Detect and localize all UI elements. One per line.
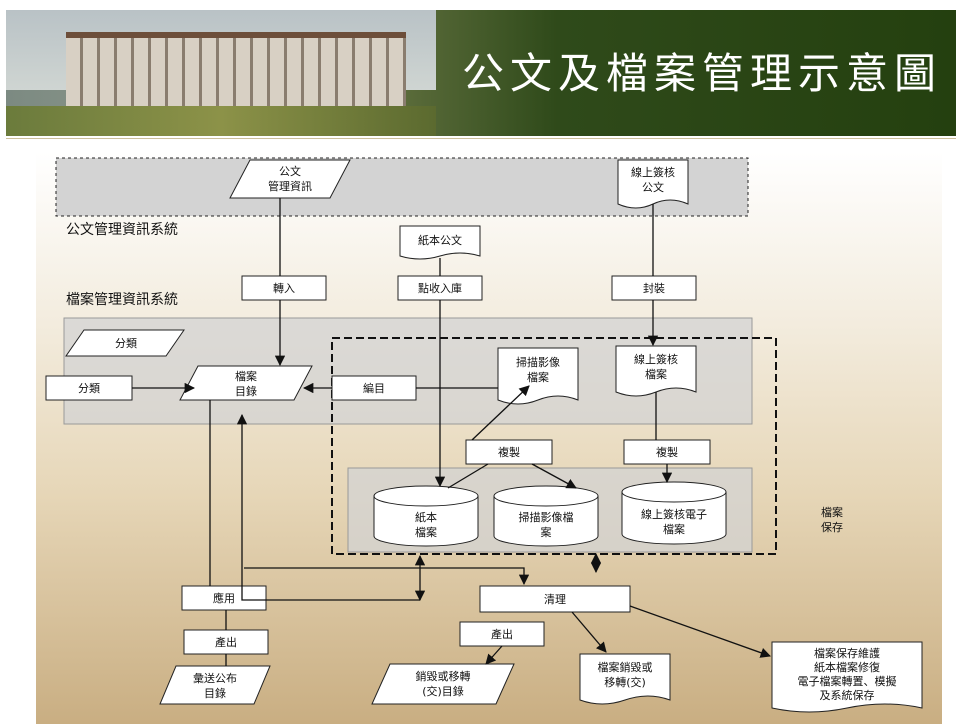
classify-top-shape bbox=[65, 329, 185, 357]
doc-system-label: 公文管理資訊系統 bbox=[66, 222, 178, 238]
maintenance-line3: 電子檔案轉置、模擬 bbox=[798, 674, 897, 688]
doc-info-line2: 管理資訊 bbox=[268, 179, 312, 193]
paper-archive-cylinder-top bbox=[373, 485, 479, 507]
archive-storage-dashed-frame bbox=[331, 337, 777, 555]
scan-archive-line1: 掃描影像檔 bbox=[519, 510, 574, 524]
scan-archive-cylinder-top bbox=[493, 485, 599, 507]
classify-box bbox=[45, 375, 133, 401]
paper-archive-line2: 檔案 bbox=[415, 525, 437, 539]
collect-publish-shape bbox=[159, 665, 271, 705]
apply-box bbox=[181, 585, 267, 611]
online-sign-file-shape bbox=[615, 345, 697, 397]
online-e-archive-cylinder-top bbox=[621, 481, 727, 503]
collect-publish-line1: 彙送公布 bbox=[193, 671, 237, 685]
flow-diagram: 公文管理資訊系統 檔案管理資訊系統 公文 管理資訊 線上簽核 公文 紙本公文 轉… bbox=[45, 157, 923, 713]
output-left-box bbox=[183, 629, 269, 655]
classify-label: 分類 bbox=[78, 382, 100, 395]
archive-storage-line2: 保存 bbox=[821, 520, 843, 534]
copy-right-box bbox=[623, 439, 711, 465]
edit-label: 編目 bbox=[363, 381, 385, 395]
scan-file-line2: 檔案 bbox=[527, 370, 549, 384]
online-sign-doc-line1: 線上簽核 bbox=[631, 165, 675, 179]
online-e-archive-line1: 線上簽核電子 bbox=[641, 507, 707, 521]
header-photo-ground bbox=[6, 106, 436, 136]
online-e-archive-cylinder bbox=[621, 492, 727, 545]
maintenance-line2: 紙本檔案修復 bbox=[814, 660, 880, 674]
paper-archive-line1: 紙本 bbox=[415, 510, 437, 524]
online-sign-doc-line2: 公文 bbox=[642, 180, 664, 194]
destroy-catalog-line2: (交)目錄 bbox=[422, 684, 464, 698]
catalog-line2: 目錄 bbox=[235, 384, 257, 398]
online-sign-file-line2: 檔案 bbox=[645, 367, 667, 381]
destroy-transfer-line1: 檔案銷毀或 bbox=[598, 660, 653, 674]
header-banner: 公文及檔案管理示意圖 bbox=[6, 10, 956, 136]
header-divider bbox=[6, 138, 956, 139]
cleanup-box bbox=[479, 585, 631, 613]
output-mid-box bbox=[459, 621, 545, 647]
catalog-line1: 檔案 bbox=[235, 369, 257, 383]
classify-top-label: 分類 bbox=[115, 337, 137, 350]
doc-info-line1: 公文 bbox=[279, 164, 301, 178]
maintenance-line4: 及系統保存 bbox=[820, 688, 875, 702]
import-label: 轉入 bbox=[273, 282, 295, 295]
output-left-label: 產出 bbox=[215, 635, 237, 649]
copy-left-label: 複製 bbox=[498, 445, 520, 459]
connector-arrows bbox=[132, 198, 771, 666]
page-title: 公文及檔案管理示意圖 bbox=[461, 49, 942, 98]
paper-archive-cylinder bbox=[373, 496, 479, 547]
scan-file-shape bbox=[497, 347, 579, 405]
online-sign-file-line1: 線上簽核 bbox=[634, 352, 678, 366]
archive-storage-line1: 檔案 bbox=[821, 505, 843, 519]
copy-right-label: 複製 bbox=[656, 445, 678, 459]
scan-archive-line2: 案 bbox=[541, 525, 552, 539]
import-box bbox=[241, 275, 327, 301]
diagram-area: 公文管理資訊系統 檔案管理資訊系統 公文 管理資訊 線上簽核 公文 紙本公文 轉… bbox=[36, 152, 942, 724]
destroy-catalog-shape bbox=[371, 663, 515, 705]
maintenance-shape bbox=[771, 641, 923, 713]
paper-doc-shape bbox=[399, 225, 481, 260]
apply-label: 應用 bbox=[213, 591, 235, 605]
maintenance-line1: 檔案保存維護 bbox=[814, 646, 880, 660]
copy-left-box bbox=[465, 439, 553, 465]
archive-system-label: 檔案管理資訊系統 bbox=[66, 291, 178, 308]
destroy-transfer-line2: 移轉(交) bbox=[604, 675, 646, 689]
output-mid-label: 產出 bbox=[491, 627, 513, 641]
school-building-photo bbox=[66, 32, 406, 118]
collect-publish-line2: 目錄 bbox=[204, 686, 226, 700]
scan-archive-cylinder bbox=[493, 496, 599, 547]
destroy-catalog-line1: 銷毀或移轉 bbox=[416, 669, 471, 683]
cleanup-label: 清理 bbox=[544, 593, 566, 606]
online-e-archive-line2: 檔案 bbox=[663, 522, 685, 536]
destroy-transfer-shape bbox=[579, 653, 671, 705]
doc-info-shape bbox=[229, 159, 351, 199]
online-sign-doc-shape bbox=[617, 159, 689, 209]
check-in-label: 點收入庫 bbox=[418, 281, 462, 295]
paper-doc-label: 紙本公文 bbox=[418, 233, 462, 247]
encapsulate-label: 封裝 bbox=[643, 281, 665, 295]
scan-file-line1: 掃描影像 bbox=[516, 355, 560, 369]
encapsulate-box bbox=[611, 275, 697, 301]
edit-box bbox=[331, 375, 417, 401]
